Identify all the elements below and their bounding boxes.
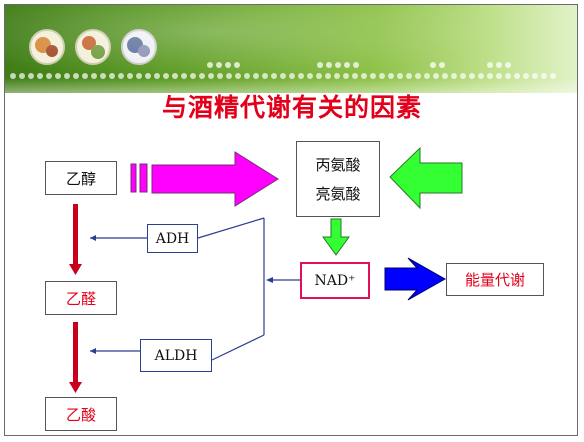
green-arrow-down-icon xyxy=(322,218,350,256)
red-arrow-ethanol-to-acetaldehyde-icon xyxy=(69,204,82,275)
node-ethanol: 乙醇 xyxy=(45,161,117,195)
magenta-bar-1-icon xyxy=(130,163,137,193)
banner-decoration xyxy=(10,29,556,79)
illustration-circle-1-icon xyxy=(29,29,65,65)
node-energy-label: 能量代谢 xyxy=(464,271,525,289)
header-banner xyxy=(5,5,577,93)
node-acetaldehyde-label: 乙醛 xyxy=(65,289,96,308)
red-arrow-acetaldehyde-to-acid-icon xyxy=(69,322,82,393)
node-acetaldehyde: 乙醛 xyxy=(45,281,117,315)
arrowhead-adh-icon xyxy=(90,235,96,241)
banner-dots-lower-icon xyxy=(10,73,556,79)
node-adh-label: ADH xyxy=(155,230,190,247)
node-alanine-label: 丙氨酸 xyxy=(315,156,361,174)
node-acetic-acid: 乙酸 xyxy=(45,397,117,431)
slide-title: 与酒精代谢有关的因素 xyxy=(161,93,422,122)
green-arrow-left-icon xyxy=(389,146,463,210)
connector-arrowheads xyxy=(90,235,273,354)
node-adh: ADH xyxy=(147,224,198,253)
banner-fade xyxy=(5,78,577,118)
banner-dots-upper-icon xyxy=(207,62,511,68)
node-aldh-label: ALDH xyxy=(154,347,198,364)
node-energy-metabolism: 能量代谢 xyxy=(446,263,544,296)
illustration-circle-2-icon xyxy=(75,29,111,65)
node-amino-acids: 丙氨酸 亮氨酸 xyxy=(296,141,380,217)
magenta-bar-2-icon xyxy=(139,163,148,193)
arrowhead-aldh-icon xyxy=(90,348,96,354)
nad-connector-lines xyxy=(90,217,300,361)
node-leucine-label: 亮氨酸 xyxy=(315,185,361,203)
illustration-circle-3-icon xyxy=(121,29,157,65)
node-aldh: ALDH xyxy=(140,339,212,372)
blue-arrow-icon xyxy=(384,257,447,301)
slide-frame xyxy=(4,4,578,436)
node-nad: NAD⁺ xyxy=(300,262,370,299)
arrowhead-nad-icon xyxy=(266,277,273,283)
magenta-arrow-icon xyxy=(151,151,279,207)
node-nad-label: NAD⁺ xyxy=(314,272,356,289)
node-ethanol-label: 乙醇 xyxy=(65,169,96,188)
node-acetic-acid-label: 乙酸 xyxy=(65,405,96,424)
